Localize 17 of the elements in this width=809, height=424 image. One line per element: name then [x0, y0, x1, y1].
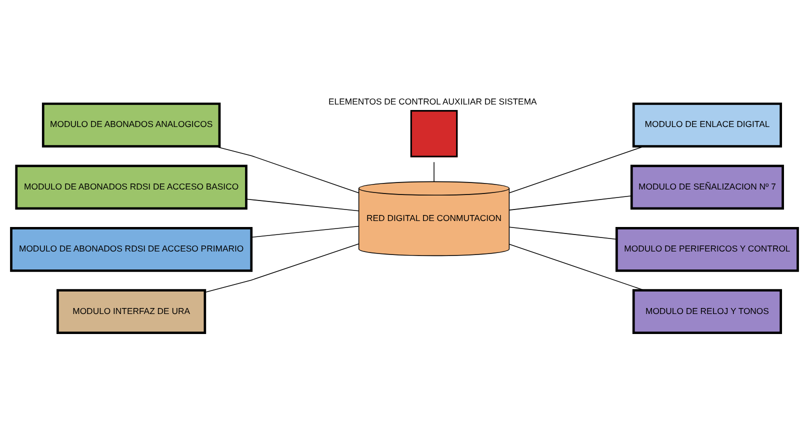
node-box: MODULO DE SEÑALIZACION Nº 7	[630, 164, 784, 210]
node-box: MODULO DE RELOJ Y TONOS	[632, 289, 782, 334]
connector	[251, 226, 360, 238]
node-box: MODULO DE ABONADOS ANALOGICOS	[42, 102, 221, 148]
node-box: MODULO INTERFAZ DE URA	[56, 289, 206, 334]
connector	[214, 146, 360, 194]
node-box: MODULO DE ABONADOS RDSI DE ACCESO BASICO	[15, 164, 248, 210]
node-box: MODULO DE PERIFERICOS Y CONTROL	[616, 226, 799, 272]
connector	[508, 146, 644, 194]
connector	[509, 226, 617, 240]
node-label: ELEMENTOS DE CONTROL AUXILIAR DE SISTEMA	[328, 96, 537, 106]
connector	[509, 196, 632, 210]
connector	[204, 243, 360, 293]
node-box: MODULO DE ENLACE DIGITAL	[632, 102, 782, 148]
node-box: MODULO DE ABONADOS RDSI DE ACCESO PRIMARIO	[10, 226, 253, 272]
connector	[246, 198, 360, 212]
connector	[509, 244, 645, 291]
